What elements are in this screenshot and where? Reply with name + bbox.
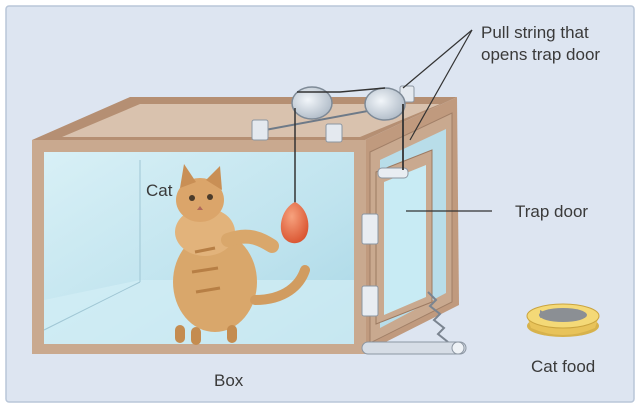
cat-eye-left: [189, 195, 195, 201]
cat-body: [173, 232, 257, 332]
trap-door-assembly: [361, 112, 467, 355]
weight-bob: [280, 202, 309, 244]
label-box: Box: [214, 371, 244, 390]
fish-food: [539, 308, 587, 322]
label-cat: Cat: [146, 181, 173, 200]
hinge-upper: [361, 213, 379, 245]
callout-line-string: [409, 29, 473, 141]
trap-door: [384, 165, 426, 315]
cat-eye-right: [207, 194, 213, 200]
cat-head: [176, 178, 224, 222]
cat-paws: [175, 325, 237, 345]
cat-chest: [175, 208, 235, 256]
cat-stripes: [191, 246, 221, 294]
pulley-right: [364, 87, 406, 121]
lever: [361, 341, 467, 355]
label-cat-food: Cat food: [531, 357, 595, 376]
cat-tail: [250, 265, 310, 305]
box-inner-back: [62, 104, 440, 137]
cat-ear-left: [180, 164, 196, 188]
latch: [377, 167, 409, 179]
cat-raised-paw: [221, 229, 279, 253]
bracket-left: [251, 119, 269, 141]
label-pull-string-2: opens trap door: [481, 45, 600, 64]
label-trap-door: Trap door: [515, 202, 588, 221]
string-top: [297, 87, 386, 93]
cat-food-bowl: [526, 303, 600, 337]
cat-nose: [197, 206, 203, 210]
pulley-left: [291, 86, 333, 120]
bracket-mid: [325, 123, 343, 143]
pulley-system: [251, 85, 415, 244]
lever-pivot: [451, 341, 465, 355]
cat-figure: [173, 164, 310, 345]
cat-ear-right: [206, 166, 222, 190]
box-floor-edge: [43, 281, 141, 331]
callout-line-pulley: [402, 29, 473, 89]
spring: [427, 291, 449, 343]
fish-tail: [540, 310, 548, 318]
hinge-lower: [361, 285, 379, 317]
label-pull-string-1: Pull string that: [481, 23, 589, 42]
